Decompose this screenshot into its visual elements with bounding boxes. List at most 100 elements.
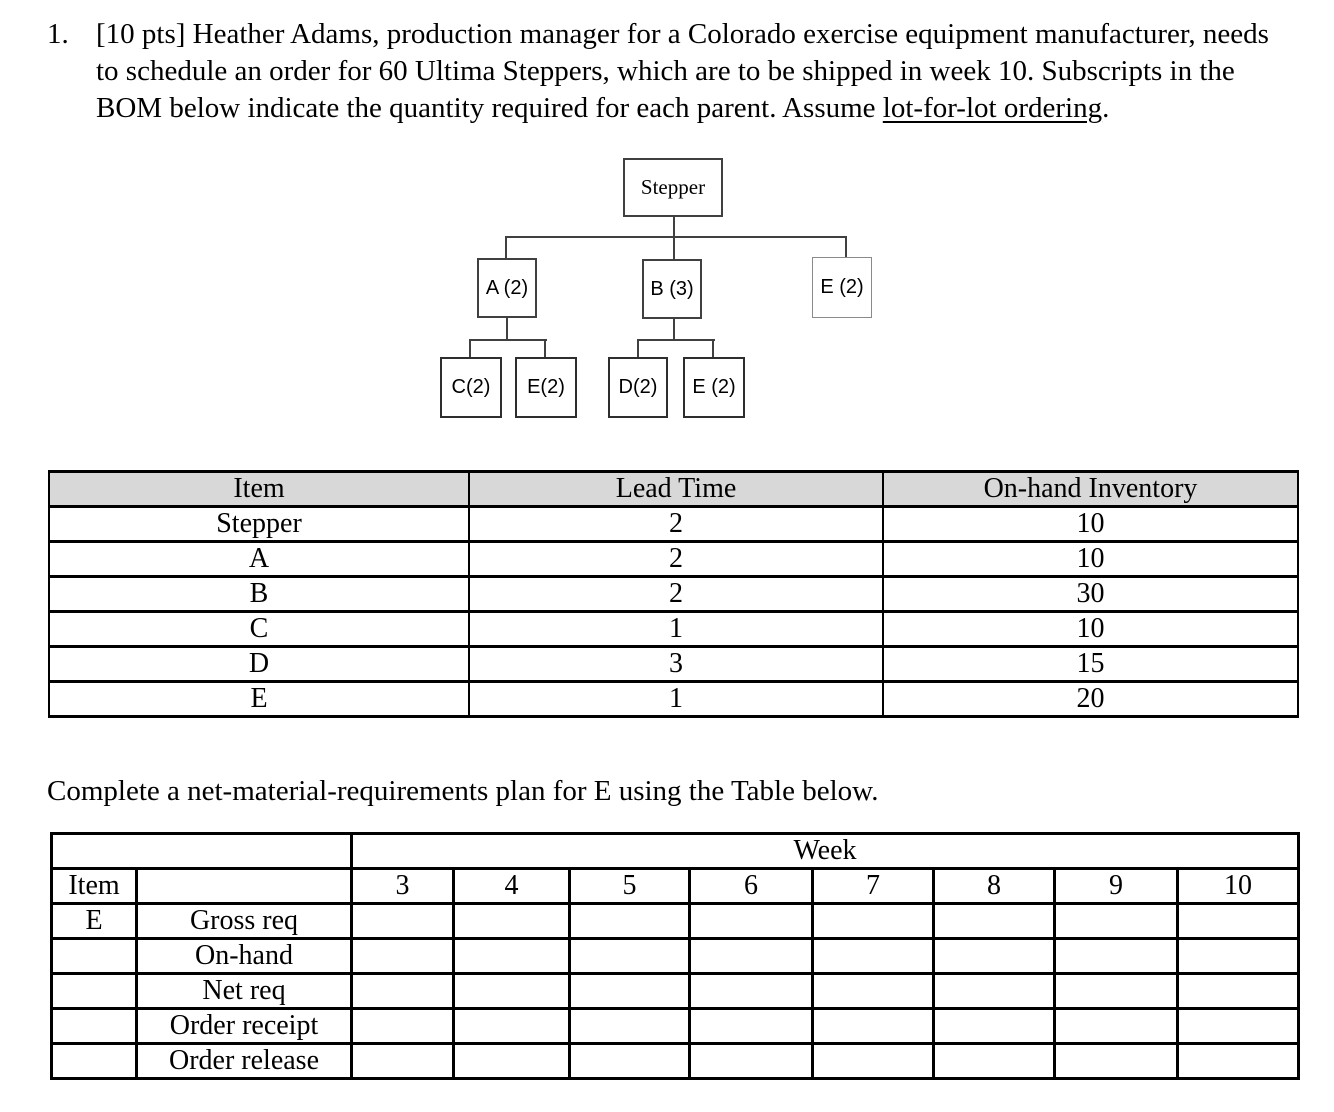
bom-diagram: Stepper A (2) B (3) E (2) C(2) E(2) D(2)… (0, 0, 1334, 440)
mrp-week-number: 8 (932, 867, 1056, 905)
table-cell: 2 (468, 505, 884, 543)
mrp-empty-cell (1053, 1007, 1179, 1045)
bom-connector (637, 339, 639, 357)
instruction-text: Complete a net-material-requirements pla… (47, 775, 879, 807)
mrp-week-number: 7 (811, 867, 935, 905)
mrp-empty-cell (350, 902, 455, 940)
mrp-week-number: 6 (688, 867, 814, 905)
mrp-empty-cell (350, 937, 455, 975)
mrp-corner-cell (50, 832, 353, 870)
mrp-item-header: Item (50, 867, 138, 905)
bom-connector (673, 319, 675, 341)
bom-connector (712, 339, 714, 357)
mrp-empty-cell (688, 972, 814, 1010)
mrp-row-order-release: Order release (50, 1042, 1300, 1080)
table-cell: 2 (468, 540, 884, 578)
item-table-row: E 1 20 (48, 680, 1299, 718)
table-cell: 3 (468, 645, 884, 683)
mrp-week-number: 4 (452, 867, 571, 905)
mrp-row-label: On-hand (135, 937, 353, 975)
mrp-empty-cell (688, 937, 814, 975)
bom-box-e-under-a: E(2) (515, 357, 577, 418)
mrp-week-number: 10 (1176, 867, 1300, 905)
mrp-empty-cell (350, 972, 455, 1010)
bom-connector (544, 339, 546, 357)
table-cell: 1 (468, 610, 884, 648)
problem-line-text: BOM below indicate the quantity required… (96, 92, 883, 124)
mrp-empty-label-cell (135, 867, 353, 905)
table-cell: 10 (882, 610, 1299, 648)
problem-statement: 1. [10 pts] Heather Adams, production ma… (47, 16, 1269, 127)
item-table: Item Lead Time On-hand Inventory Stepper… (48, 470, 1299, 718)
bom-connector (673, 217, 675, 237)
item-table-header-row: Item Lead Time On-hand Inventory (48, 470, 1299, 508)
table-cell: A (48, 540, 470, 578)
mrp-item-value: E (50, 902, 138, 940)
mrp-row-on-hand: On-hand (50, 937, 1300, 975)
mrp-empty-cell (932, 1042, 1056, 1080)
table-cell: 15 (882, 645, 1299, 683)
mrp-empty-cell (1176, 972, 1300, 1010)
bom-box-e-under-b: E (2) (683, 357, 745, 418)
mrp-week-header: Week (350, 832, 1300, 870)
table-cell: E (48, 680, 470, 718)
bom-box-d: D(2) (608, 357, 668, 418)
mrp-empty-cell (452, 1042, 571, 1080)
mrp-item-value-empty (50, 1007, 138, 1045)
mrp-empty-cell (811, 902, 935, 940)
mrp-empty-cell (1053, 1042, 1179, 1080)
mrp-empty-cell (1176, 902, 1300, 940)
bom-box-c: C(2) (440, 357, 502, 418)
mrp-empty-cell (452, 972, 571, 1010)
mrp-empty-cell (1176, 1007, 1300, 1045)
table-cell: C (48, 610, 470, 648)
mrp-empty-cell (688, 1042, 814, 1080)
item-table-row: B 2 30 (48, 575, 1299, 613)
mrp-empty-cell (1176, 1042, 1300, 1080)
mrp-empty-cell (1053, 972, 1179, 1010)
problem-text: [10 pts] Heather Adams, production manag… (96, 16, 1269, 127)
mrp-empty-cell (932, 937, 1056, 975)
mrp-empty-cell (811, 1007, 935, 1045)
mrp-empty-cell (932, 1007, 1056, 1045)
mrp-empty-cell (568, 1007, 691, 1045)
mrp-week-number: 5 (568, 867, 691, 905)
mrp-empty-cell (452, 902, 571, 940)
mrp-empty-cell (350, 1042, 455, 1080)
item-table-row: D 3 15 (48, 645, 1299, 683)
mrp-empty-cell (811, 1042, 935, 1080)
underlined-phrase: lot-for-lot ordering (882, 92, 1103, 124)
mrp-row-label: Order receipt (135, 1007, 353, 1045)
mrp-row-net-req: Net req (50, 972, 1300, 1010)
mrp-empty-cell (811, 937, 935, 975)
mrp-empty-cell (932, 972, 1056, 1010)
mrp-item-value-empty (50, 972, 138, 1010)
mrp-empty-cell (1053, 902, 1179, 940)
mrp-table: Week Item 3 4 5 6 7 8 9 10 E Gross req (50, 832, 1300, 1080)
problem-line: [10 pts] Heather Adams, production manag… (96, 18, 1269, 50)
bom-connector (469, 339, 547, 341)
table-cell: 30 (882, 575, 1299, 613)
mrp-item-value-empty (50, 937, 138, 975)
column-header-item: Item (48, 470, 470, 508)
item-table-row: Stepper 2 10 (48, 505, 1299, 543)
problem-line: BOM below indicate the quantity required… (96, 90, 1269, 127)
table-cell: 1 (468, 680, 884, 718)
bom-connector (637, 339, 715, 341)
mrp-empty-cell (688, 902, 814, 940)
problem-line-text: . (1102, 92, 1110, 124)
table-cell: B (48, 575, 470, 613)
mrp-empty-cell (1053, 937, 1179, 975)
mrp-empty-cell (568, 1042, 691, 1080)
mrp-empty-cell (932, 902, 1056, 940)
problem-line: to schedule an order for 60 Ultima Stepp… (96, 55, 1235, 87)
table-cell: D (48, 645, 470, 683)
table-cell: 10 (882, 505, 1299, 543)
mrp-empty-cell (452, 1007, 571, 1045)
mrp-week-number: 3 (350, 867, 455, 905)
bom-box-b: B (3) (642, 259, 702, 319)
bom-box-a: A (2) (477, 258, 537, 318)
bom-connector (845, 236, 847, 257)
bom-connector (506, 318, 508, 341)
